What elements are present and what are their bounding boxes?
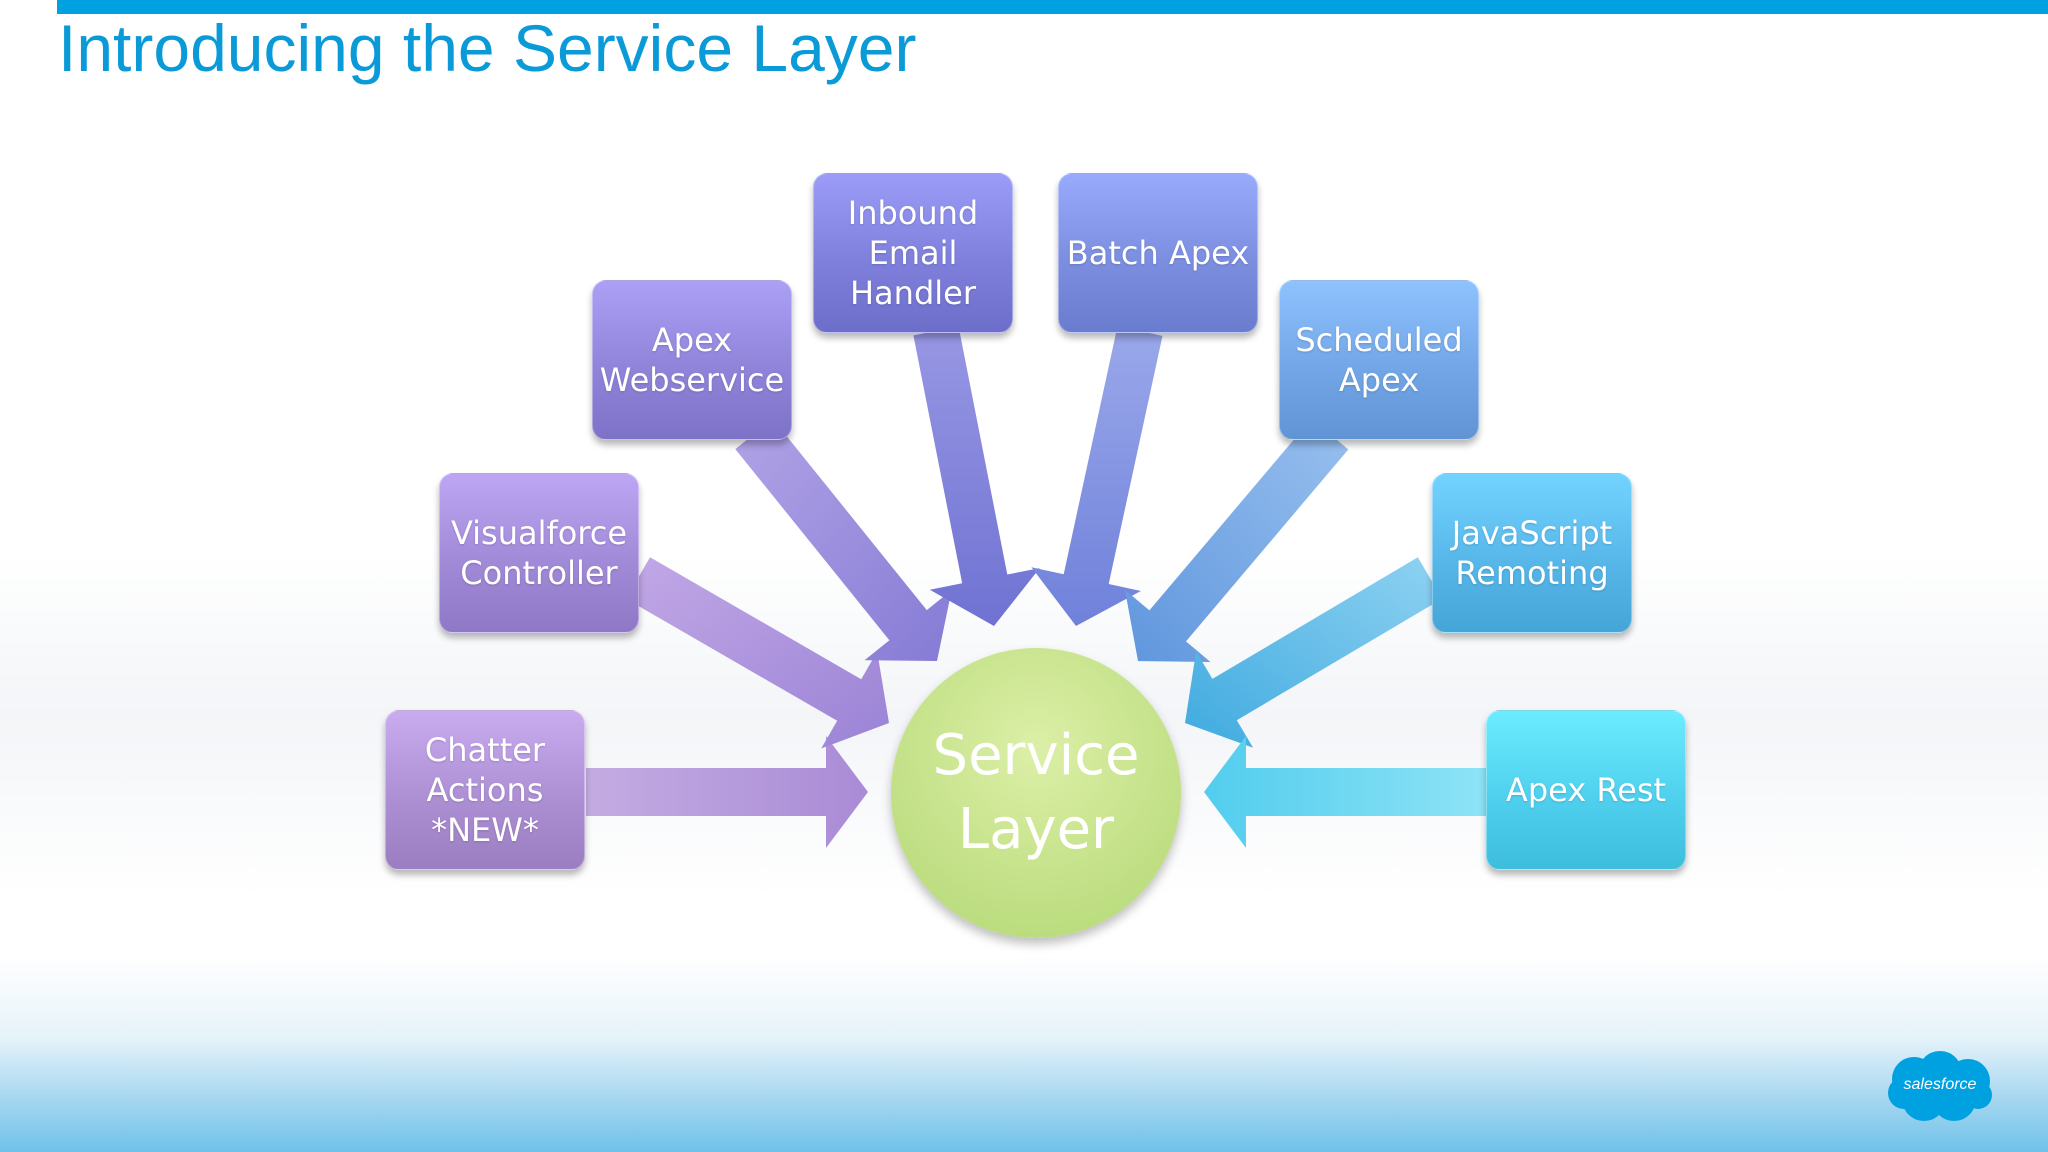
source-box-8: Apex Rest [1486,710,1686,870]
source-box-2: Visualforce Controller [439,473,639,633]
source-box-label: Apex Webservice [599,321,785,399]
source-box-label: Visualforce Controller [450,514,628,592]
salesforce-cloud-icon [1888,1051,1992,1121]
arrow-8 [1204,736,1486,848]
salesforce-logo-text: salesforce [1903,1076,1977,1093]
service-layer-circle: Service Layer [891,648,1181,938]
arrow-7 [1185,557,1443,748]
source-box-5: Batch Apex [1058,173,1258,333]
source-box-6: Scheduled Apex [1279,280,1479,440]
service-layer-label: Service Layer [932,723,1140,862]
arrow-4 [913,326,1040,626]
salesforce-logo: salesforce [1884,1049,1996,1125]
source-box-label: Inbound Email Handler [847,194,979,312]
source-box-label: JavaScript Remoting [1451,514,1613,592]
source-box-label: Scheduled Apex [1295,321,1463,399]
source-box-label: Batch Apex [1066,234,1250,272]
arrow-3 [735,418,952,661]
top-accent-bar [57,0,2048,14]
arrow-2 [626,557,889,749]
source-box-4: Inbound Email Handler [813,173,1013,333]
arrow-6 [1124,418,1349,662]
source-box-1: Chatter Actions *NEW* [385,710,585,870]
slide-title: Introducing the Service Layer [58,11,917,85]
arrow-5 [1031,326,1163,626]
source-box-7: JavaScript Remoting [1432,473,1632,633]
source-box-label: Chatter Actions *NEW* [424,731,546,849]
source-box-3: Apex Webservice [592,280,792,440]
arrow-1 [586,736,868,848]
source-box-label: Apex Rest [1505,771,1667,809]
